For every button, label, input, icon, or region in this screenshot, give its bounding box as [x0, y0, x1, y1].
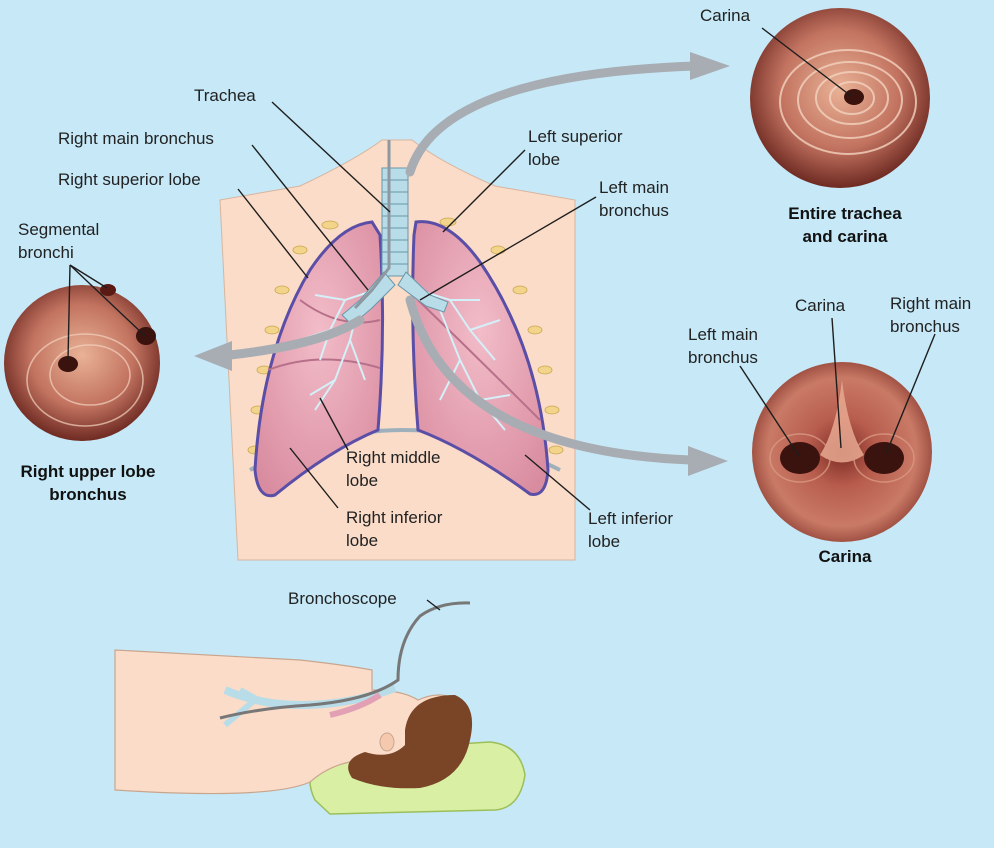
- label-left-main-bronchus-2: bronchus: [599, 201, 669, 220]
- arrow-to-carina-view: [405, 295, 728, 476]
- caption-carina: Carina: [818, 547, 872, 566]
- arrow-to-upper-lobe-view: [194, 315, 365, 371]
- label-carina-mid: Carina: [795, 296, 846, 315]
- label-right-main-bronchus: Right main bronchus: [58, 129, 214, 148]
- label-right-middle-lobe-1: Right middle: [346, 448, 441, 467]
- arrow-to-trachea-view: [405, 52, 730, 177]
- label-left-main-bronchus-view-1: Left main: [688, 325, 758, 344]
- label-right-inferior-lobe-1: Right inferior: [346, 508, 443, 527]
- patient-ear: [379, 732, 395, 752]
- label-left-main-bronchus-1: Left main: [599, 178, 669, 197]
- label-right-main-bronchus-view-2: bronchus: [890, 317, 960, 336]
- label-segmental-bronchi-1: Segmental: [18, 220, 100, 239]
- label-right-superior-lobe: Right superior lobe: [58, 170, 201, 189]
- caption-right-upper-lobe-2: bronchus: [49, 485, 127, 504]
- left-lung-fissure: [417, 299, 541, 421]
- scope-in-patient: [219, 601, 471, 720]
- endoscopic-view-trachea: [750, 8, 930, 188]
- patient-illustration: [114, 601, 526, 815]
- throat-highlight: [329, 692, 382, 718]
- label-segmental-bronchi-2: bronchi: [18, 243, 74, 262]
- right-lung-fissure-2: [299, 299, 381, 324]
- label-left-inferior-lobe-2: lobe: [588, 532, 621, 551]
- caption-right-upper-lobe-1: Right upper lobe: [20, 462, 156, 481]
- label-carina-top: Carina: [700, 6, 751, 25]
- caption-entire-trachea-2: and carina: [802, 227, 888, 246]
- bronchoscope-tube: [353, 140, 391, 310]
- patient-hair: [348, 695, 473, 789]
- label-left-main-bronchus-view-2: bronchus: [688, 348, 758, 367]
- label-trachea: Trachea: [194, 86, 256, 105]
- label-left-superior-lobe-1: Left superior: [528, 127, 623, 146]
- label-right-main-bronchus-view-1: Right main: [890, 294, 972, 313]
- right-lung-fissure: [267, 358, 381, 371]
- endoscopic-view-carina: [752, 362, 932, 542]
- label-right-inferior-lobe-2: lobe: [346, 531, 379, 550]
- label-left-superior-lobe-2: lobe: [528, 150, 561, 169]
- label-bronchoscope: Bronchoscope: [288, 589, 397, 608]
- endoscopic-view-segmental: [4, 284, 160, 441]
- label-right-middle-lobe-2: lobe: [346, 471, 379, 490]
- trachea: [341, 167, 449, 326]
- caption-entire-trachea-1: Entire trachea: [788, 204, 902, 223]
- label-left-inferior-lobe-1: Left inferior: [588, 509, 674, 528]
- leader-lines: [67, 27, 936, 611]
